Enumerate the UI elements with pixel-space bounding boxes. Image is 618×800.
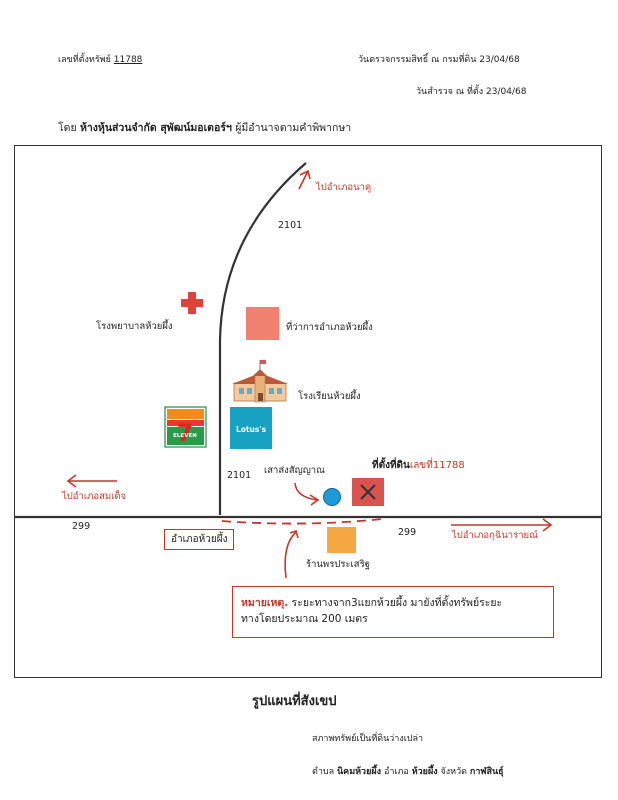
hospital-cross-icon bbox=[181, 292, 203, 314]
svg-text:7: 7 bbox=[177, 419, 194, 447]
address-line: ตำบล นิคมห้วยผึ้ง อำเภอ ห้วยผึ้ง จังหวัด… bbox=[312, 764, 504, 778]
shop-label: ร้านพรประเสริฐ bbox=[306, 559, 370, 570]
road-2101-bottom-label: 2101 bbox=[227, 470, 252, 481]
to-somdet-label: ไปอำเภอสมเด็จ bbox=[62, 491, 127, 502]
asset-label: เลขที่ตั้งทรัพย์ bbox=[58, 55, 111, 65]
seven-eleven-logo: 7 ELEVEN bbox=[164, 406, 207, 448]
map-frame bbox=[14, 145, 602, 678]
signal-pole-marker bbox=[323, 488, 341, 506]
curved-arrow-icon bbox=[294, 482, 318, 501]
asset-number-line: เลขที่ตั้งทรัพย์ 11788 bbox=[58, 52, 142, 66]
svg-text:Lotus's: Lotus's bbox=[236, 425, 267, 434]
amphoe-label: อำเภอ bbox=[383, 767, 409, 777]
note-text-1: ระยะทางจาก3แยกห้วยผึ้ง มายังที่ตั้งทรัพย… bbox=[288, 597, 503, 609]
school-icon bbox=[232, 360, 288, 403]
huai-phueng-box: อำเภอห้วยผึ้ง bbox=[164, 529, 235, 550]
hospital-label: โรงพยาบาลห้วยผึ้ง bbox=[96, 321, 173, 332]
title-check-date: วันตรวจกรรมสิทธิ์ ณ กรมที่ดิน 23/04/68 bbox=[358, 55, 520, 65]
road-299-left-label: 299 bbox=[72, 521, 91, 532]
site-label-number: เลขที่11788 bbox=[409, 460, 465, 471]
owner-line: โดย ห้างหุ้นส่วนจำกัด สุพัฒน์มอเตอร์ฯ ผู… bbox=[58, 119, 351, 136]
property-condition: สภาพทรัพย์เป็นที่ดินว่างเปล่า bbox=[312, 734, 424, 744]
shop-marker bbox=[327, 527, 356, 553]
site-label: ที่ตั้งที่ดินเลขที่11788 bbox=[372, 458, 465, 473]
arrow-left-icon bbox=[66, 474, 117, 488]
road-2101-top-label: 2101 bbox=[278, 220, 303, 231]
by-suffix: ผู้มีอำนาจตามคำพิพากษา bbox=[235, 122, 352, 134]
survey-date: วันสำรวจ ณ ที่ตั้ง 23/04/68 bbox=[416, 87, 527, 97]
site-label-prefix: ที่ตั้งที่ดิน bbox=[372, 460, 410, 471]
district-office-marker bbox=[246, 307, 279, 340]
company-name: ห้างหุ้นส่วนจำกัด สุพัฒน์มอเตอร์ฯ bbox=[79, 122, 232, 134]
note-line-1: หมายเหตุ. ระยะทางจาก3แยกห้วยผึ้ง มายังที… bbox=[241, 595, 545, 611]
school-label: โรงเรียนห้วยผึ้ง bbox=[298, 391, 361, 402]
svg-text:ELEVEN: ELEVEN bbox=[173, 433, 197, 439]
amphoe-value: ห้วยผึ้ง bbox=[411, 767, 438, 777]
signal-pole-label: เสาส่งสัญญาณ bbox=[264, 465, 325, 476]
site-marker bbox=[352, 478, 384, 506]
district-office-label: ที่ว่าการอำเภอห้วยผึ้ง bbox=[286, 322, 373, 333]
note-line-2: ทางโดยประมาณ 200 เมตร bbox=[241, 613, 368, 625]
map-drawing: 7 ELEVEN Lotus's bbox=[14, 162, 602, 579]
map-caption: รูปแผนที่สังเขป bbox=[252, 694, 337, 709]
note-box: หมายเหตุ. ระยะทางจาก3แยกห้วยผึ้ง มายังที… bbox=[232, 586, 554, 638]
note-label: หมายเหตุ. bbox=[241, 597, 289, 609]
tambon-value: นิคมห้วยผึ้ง bbox=[337, 767, 382, 777]
province-label: จังหวัด bbox=[440, 767, 468, 777]
asset-number: 11788 bbox=[113, 55, 143, 65]
boundary-dashed-line bbox=[221, 518, 383, 525]
province-value: กาฬสินธุ์ bbox=[469, 767, 504, 777]
arrow-up-right-icon bbox=[298, 169, 311, 190]
lotus-logo: Lotus's bbox=[230, 407, 272, 449]
by-prefix: โดย bbox=[58, 122, 77, 134]
road-299-right-label: 299 bbox=[398, 527, 417, 538]
arrow-right-icon bbox=[451, 518, 553, 532]
curved-up-arrow-icon bbox=[284, 531, 297, 579]
tambon-label: ตำบล bbox=[312, 767, 335, 777]
road-2101 bbox=[218, 162, 307, 515]
to-kuchinarai-label: ไปอำเภอกุฉินารายณ์ bbox=[452, 530, 538, 541]
to-na-khu-label: ไปอำเภอนาคู bbox=[316, 182, 372, 193]
